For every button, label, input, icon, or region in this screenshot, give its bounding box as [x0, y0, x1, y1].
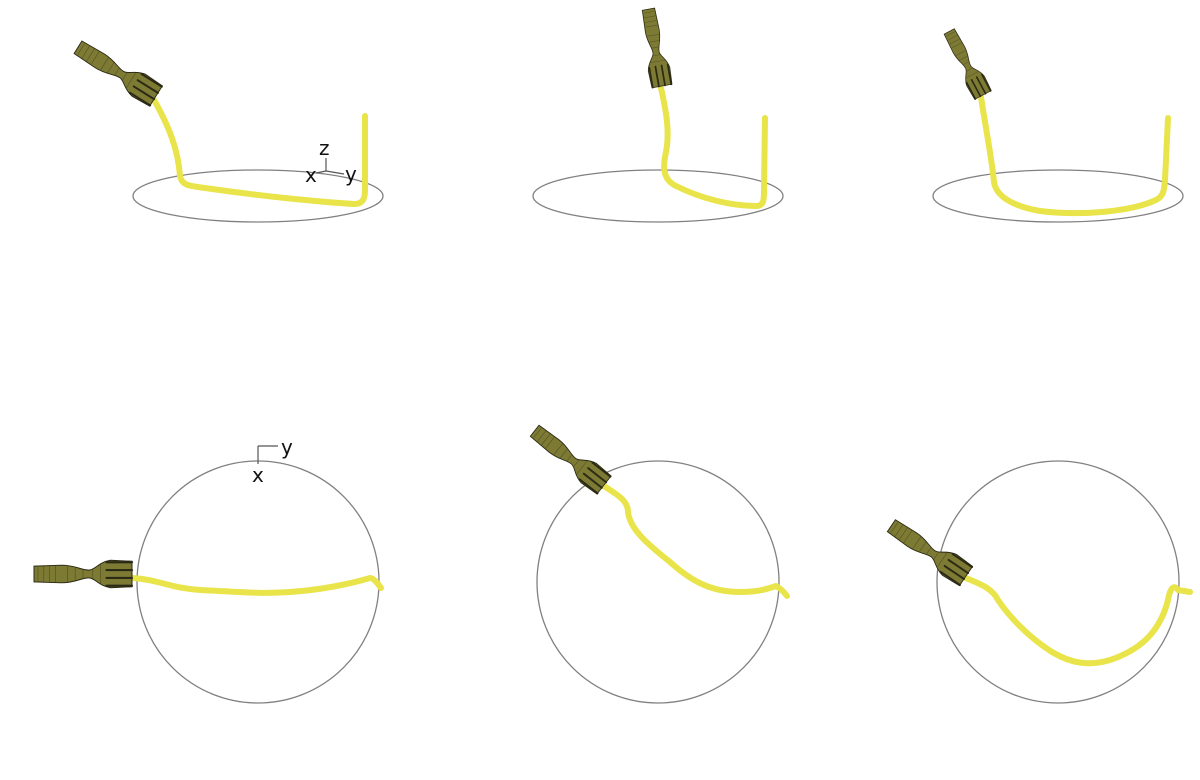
- plate-outline: [936, 460, 1180, 704]
- panel-top-2: [526, 420, 790, 704]
- plate-outline: [532, 169, 784, 223]
- plate-outline: [132, 169, 384, 223]
- noodle-strand: [978, 94, 1171, 217]
- noodle-strand: [130, 575, 384, 596]
- noodle-strand: [601, 483, 790, 599]
- axis-label-x: x: [252, 463, 264, 487]
- noodle-strand: [658, 85, 768, 209]
- panel-top-3: [883, 460, 1193, 704]
- fork-icon: [526, 420, 613, 496]
- axis-label-z: z: [319, 136, 330, 160]
- plate-outline: [536, 460, 780, 704]
- fork-icon: [939, 25, 993, 101]
- panel-top-1: y x: [32, 435, 384, 704]
- noodle-strand: [150, 95, 368, 207]
- axis-label-y: y: [281, 435, 293, 459]
- axis-triad-perspective: z x y: [305, 136, 357, 187]
- fork-icon: [636, 6, 674, 89]
- fork-icon: [883, 514, 975, 588]
- panel-perspective-1: z x y: [70, 35, 384, 223]
- panel-perspective-2: [532, 6, 784, 223]
- panel-perspective-3: [932, 25, 1184, 223]
- fork-icon: [70, 35, 164, 108]
- axis-triad-top: y x: [252, 435, 293, 487]
- noodle-strand: [963, 575, 1193, 667]
- fork-icon: [32, 559, 134, 589]
- axis-label-x: x: [305, 163, 317, 187]
- plate-outline: [932, 169, 1184, 223]
- axis-label-y: y: [345, 162, 357, 186]
